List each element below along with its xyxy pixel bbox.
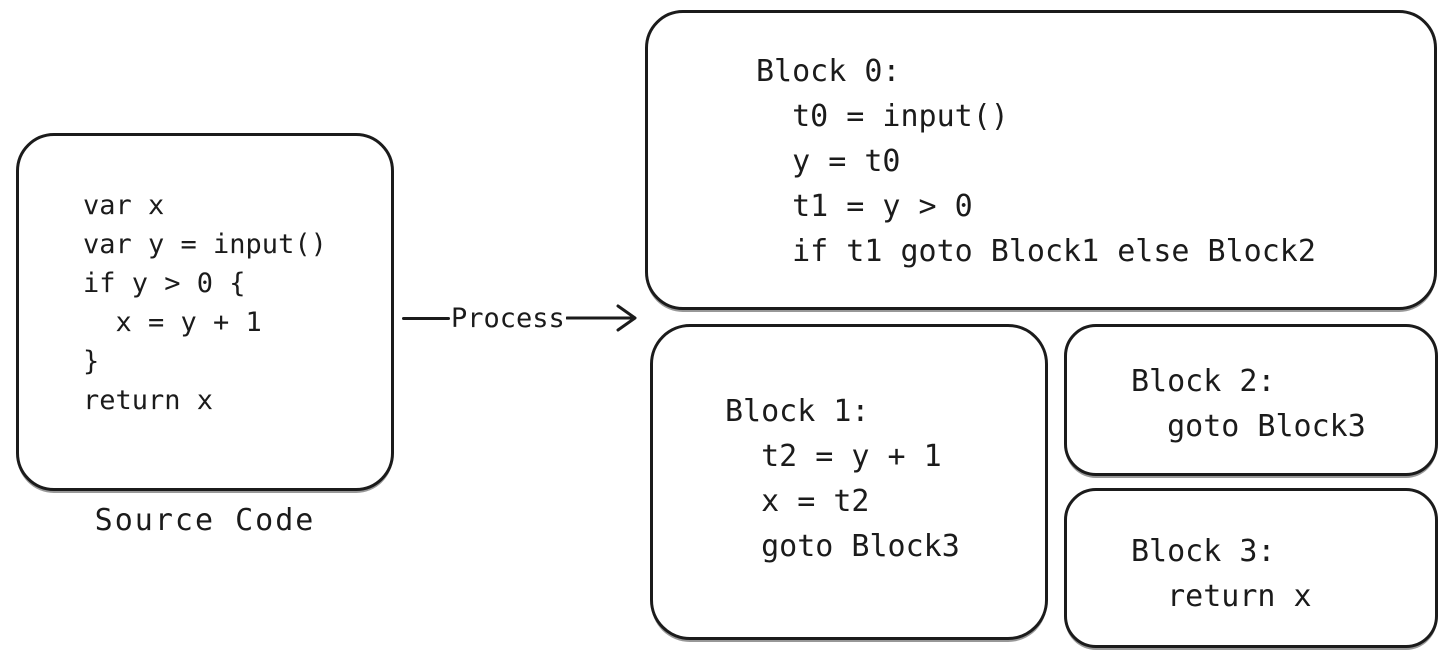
- block-1-box: Block 1: t2 = y + 1 x = t2 goto Block3: [650, 324, 1048, 640]
- block-1-code: Block 1: t2 = y + 1 x = t2 goto Block3: [725, 394, 960, 564]
- source-code-box: var x var y = input() if y > 0 { x = y +…: [16, 133, 394, 491]
- source-code-caption: Source Code: [94, 503, 316, 538]
- block-0-code: Block 0: t0 = input() y = t0 t1 = y > 0 …: [756, 54, 1316, 269]
- block-3-box: Block 3: return x: [1064, 488, 1438, 648]
- block-0-box: Block 0: t0 = input() y = t0 t1 = y > 0 …: [645, 10, 1437, 310]
- process-arrow: Process: [402, 296, 640, 340]
- block-2-box: Block 2: goto Block3: [1064, 324, 1438, 476]
- arrow-line: [402, 316, 450, 320]
- source-code-text: var x var y = input() if y > 0 { x = y +…: [83, 190, 327, 416]
- arrowhead-icon: [565, 304, 637, 332]
- block-3-code: Block 3: return x: [1131, 534, 1312, 614]
- process-arrow-label: Process: [451, 302, 565, 334]
- block-2-code: Block 2: goto Block3: [1131, 364, 1366, 444]
